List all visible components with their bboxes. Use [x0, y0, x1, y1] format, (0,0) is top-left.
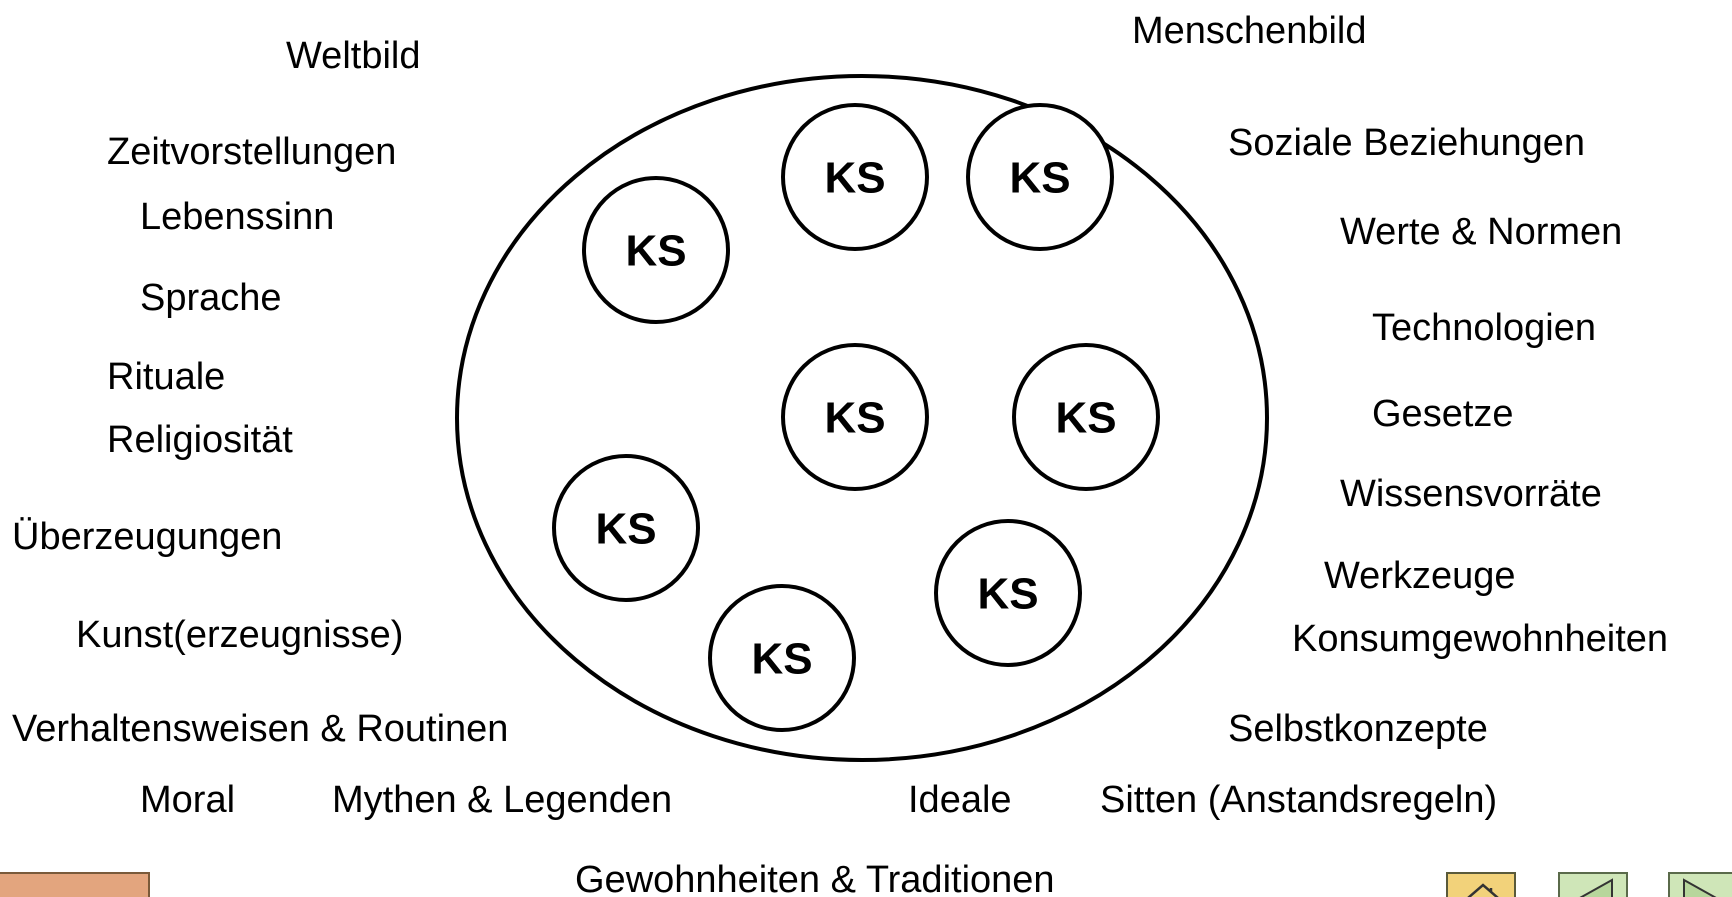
ks-label: KS: [977, 570, 1038, 619]
home-button[interactable]: [1446, 872, 1516, 897]
term-wissensvorraete: Wissensvorräte: [1340, 473, 1602, 515]
term-rituale: Rituale: [107, 356, 226, 398]
triangle-right-icon: [1683, 878, 1717, 897]
ks-label: KS: [824, 394, 885, 443]
ks-circle-5: KS: [1012, 343, 1160, 491]
ks-circle-1: KS: [582, 176, 730, 324]
nav-back-button[interactable]: [0, 872, 150, 897]
term-konsumgewohnheiten: Konsumgewohnheiten: [1292, 618, 1669, 660]
ks-label: KS: [824, 154, 885, 203]
previous-button[interactable]: [1558, 872, 1628, 897]
term-werkzeuge: Werkzeuge: [1324, 555, 1516, 597]
term-menschenbild: Menschenbild: [1132, 10, 1367, 52]
term-selbstkonzepte: Selbstkonzepte: [1228, 708, 1488, 750]
term-technologien: Technologien: [1372, 307, 1596, 349]
ks-label: KS: [1009, 154, 1070, 203]
term-weltbild: Weltbild: [286, 35, 421, 77]
next-button[interactable]: [1668, 872, 1732, 897]
ks-circle-8: KS: [708, 584, 856, 732]
term-ideale: Ideale: [908, 779, 1012, 821]
term-moral: Moral: [140, 779, 236, 821]
triangle-left-icon: [1579, 878, 1613, 897]
ks-label: KS: [1055, 394, 1116, 443]
term-ueberzeugungen: Überzeugungen: [12, 516, 283, 558]
term-sitten: Sitten (Anstandsregeln): [1100, 779, 1498, 821]
term-kunst: Kunst(erzeugnisse): [76, 614, 404, 656]
home-icon: [1467, 883, 1499, 897]
ks-circle-7: KS: [934, 519, 1082, 667]
term-religiositaet: Religiosität: [107, 419, 293, 461]
term-soziale-beziehungen: Soziale Beziehungen: [1228, 122, 1586, 164]
term-gesetze: Gesetze: [1372, 393, 1514, 435]
ks-circle-4: KS: [781, 343, 929, 491]
term-gewohnheiten: Gewohnheiten & Traditionen: [575, 859, 1055, 897]
ks-label: KS: [595, 505, 656, 554]
ks-circle-3: KS: [966, 103, 1114, 251]
term-zeitvorstellungen: Zeitvorstellungen: [107, 131, 397, 173]
ks-label: KS: [751, 635, 812, 684]
ks-circle-2: KS: [781, 103, 929, 251]
ks-circle-6: KS: [552, 454, 700, 602]
term-verhaltensweisen: Verhaltensweisen & Routinen: [12, 708, 509, 750]
culture-ellipse: [455, 74, 1269, 762]
term-sprache: Sprache: [140, 277, 282, 319]
ks-label: KS: [625, 227, 686, 276]
term-lebenssinn: Lebenssinn: [140, 196, 335, 238]
term-mythen: Mythen & Legenden: [332, 779, 673, 821]
term-werte-normen: Werte & Normen: [1340, 211, 1623, 253]
